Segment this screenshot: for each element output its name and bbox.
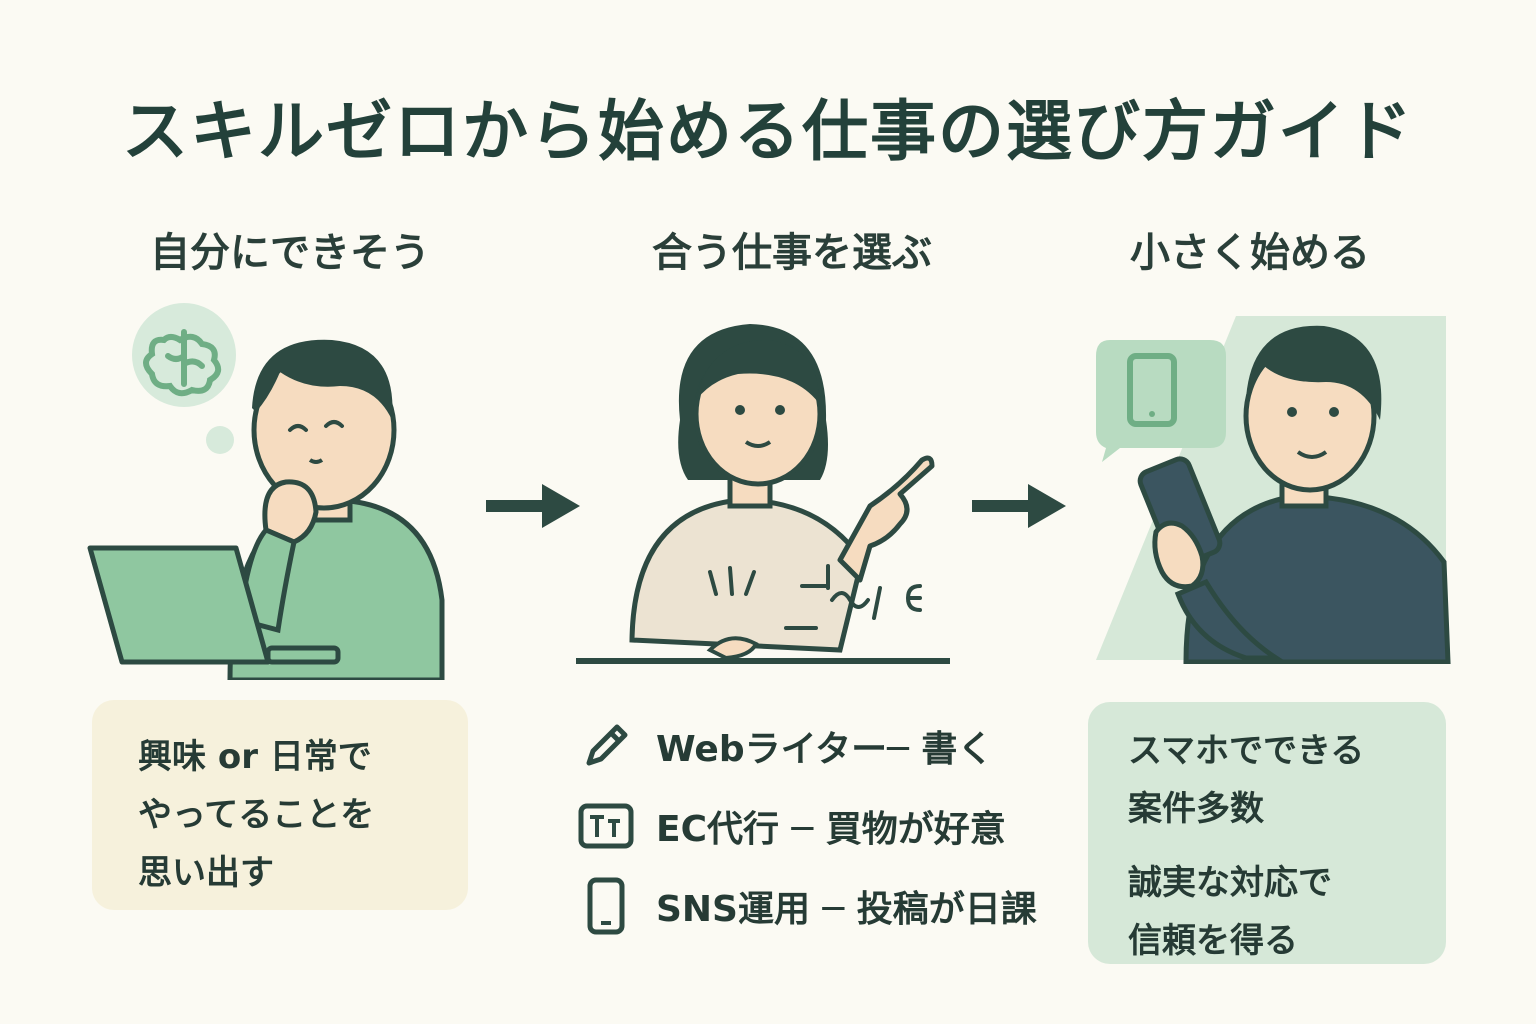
job-item-web-writer: Webライター─ 書く (578, 706, 1037, 786)
brain-icon (143, 329, 222, 397)
card-line: 興味 or 日常で (138, 737, 372, 777)
laptop-icon (87, 545, 341, 665)
card-line: スマホでできる (1128, 731, 1365, 771)
arrow-right-icon-2 (972, 484, 1066, 528)
job-text: Webライター─ 書く (656, 729, 994, 770)
job-text: EC代行 ─ 買物が好意 (656, 809, 1006, 850)
step3-heading: 小さく始める (1130, 230, 1370, 276)
step1-heading: 自分にできそう (150, 230, 430, 276)
card-line: 誠実な対応で (1128, 863, 1332, 903)
card-line: やってることを (138, 795, 375, 835)
card-line: 信頼を得る (1128, 921, 1298, 961)
pencil-icon (578, 718, 634, 774)
job-list: Webライター─ 書く EC代行 ─ 買物が好意 SNS運用 ─ 投稿が日課 (578, 706, 1037, 946)
text-format-icon (578, 798, 634, 854)
card-line: 案件多数 (1128, 789, 1264, 829)
step3-card: スマホでできる 案件多数 誠実な対応で 信頼を得る (1088, 702, 1446, 964)
page-title: スキルゼロから始める仕事の選び方ガイド (122, 93, 1414, 170)
step2-heading: 合う仕事を選ぶ (652, 230, 932, 276)
thinking-person-illustration (87, 303, 445, 680)
job-item-sns: SNS運用 ─ 投稿が日課 (578, 866, 1037, 946)
job-text: SNS運用 ─ 投稿が日課 (656, 889, 1037, 930)
card-line: 思い出す (138, 853, 274, 893)
phone-man-illustration (1096, 316, 1451, 664)
smartphone-icon (578, 877, 634, 935)
arrow-right-icon-1 (486, 484, 580, 528)
job-item-ec-agent: EC代行 ─ 買物が好意 (578, 786, 1037, 866)
step1-card: 興味 or 日常で やってることを 思い出す (92, 700, 468, 910)
pointing-woman-illustration (576, 324, 950, 664)
smartphone-bubble-icon (1127, 353, 1177, 427)
